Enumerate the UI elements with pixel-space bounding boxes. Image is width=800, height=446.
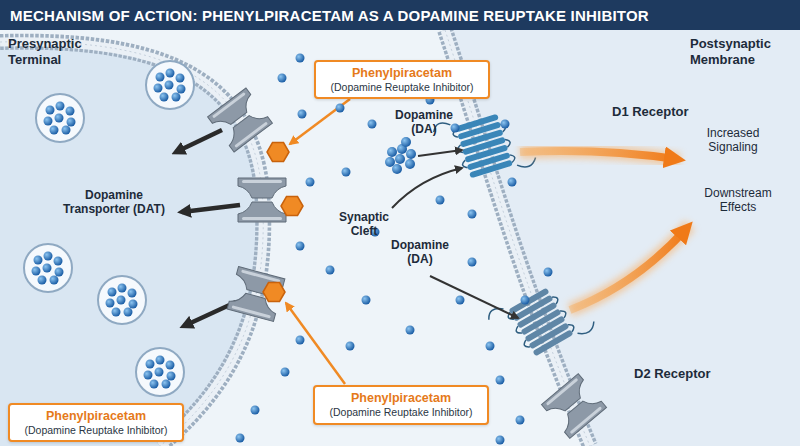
drug-class: (Dopamine Reuptake Inhibitor): [25, 424, 168, 437]
reuptake-arrow: [176, 130, 222, 152]
dopamine-molecules-part: [298, 110, 307, 119]
dopamine-cluster-part: [392, 164, 402, 174]
dopamine-molecules-part: [368, 120, 377, 129]
dopamine-molecules-part: [521, 296, 530, 305]
synaptic-vesicle: [146, 61, 194, 109]
dopamine-molecules-part: [486, 342, 495, 351]
flow-arrow: [418, 150, 462, 156]
dopamine-molecules: [236, 54, 553, 445]
dopamine-transporter: [238, 178, 286, 222]
dopamine-transporter: [227, 267, 285, 322]
drug-name: Phenylpiracetam: [352, 66, 452, 81]
dopamine-transporter: [208, 88, 273, 152]
postsynaptic-cell: [445, 30, 800, 446]
leader-arrow: [290, 99, 350, 144]
d2-receptor: [486, 269, 597, 372]
transporter-symbol: [208, 88, 273, 152]
dopamine-molecules-part: [406, 326, 415, 335]
dopamine-molecules-part: [496, 376, 505, 385]
dopamine-cluster-part: [405, 159, 415, 169]
receptor-label: D2 Receptor: [634, 366, 744, 382]
region-label: Synaptic Cleft: [326, 210, 402, 239]
dopamine-molecules-part: [436, 196, 445, 205]
dopamine-molecules-part: [336, 104, 345, 113]
drug-class: (Dopamine Reuptake Inhibitor): [330, 406, 473, 419]
dopamine-molecules-part: [516, 416, 525, 425]
synaptic-vesicle: [36, 94, 84, 142]
region-label: Postsynaptic Membrane: [690, 36, 798, 67]
signal-glow: [570, 225, 690, 310]
drug-molecule: [263, 283, 285, 302]
dopamine-molecules-part: [251, 406, 260, 415]
drug-name: Phenylpiracetam: [351, 391, 451, 406]
synaptic-vesicle: [24, 244, 72, 292]
dopamine-molecules-part: [501, 120, 510, 129]
dopamine-molecules-part: [496, 436, 505, 445]
title-bar: [0, 0, 800, 30]
drug-molecule: [281, 197, 303, 216]
presynaptic-terminal: [0, 42, 263, 446]
signal-arrow: [520, 151, 676, 159]
dopamine-molecules-part: [468, 258, 477, 267]
dopamine-molecules-part: [278, 74, 287, 83]
dopamine-molecules-part: [342, 168, 351, 177]
reuptake-arrow: [182, 205, 240, 212]
presynaptic-membrane-part: [0, 42, 263, 446]
drug-molecule: [267, 143, 289, 162]
transporter-symbol: [238, 178, 286, 222]
callout-box: Phenylpiracetam(Dopamine Reuptake Inhibi…: [8, 403, 184, 442]
dopamine-molecules-part: [236, 434, 245, 443]
dopamine-molecules-part: [508, 178, 517, 187]
dopamine-molecules-part: [326, 266, 335, 275]
dopamine-molecules-part: [362, 296, 371, 305]
dopamine-molecules-part: [296, 54, 305, 63]
dopamine-molecules-part: [346, 342, 355, 351]
drug-name: Phenylpiracetam: [46, 409, 146, 424]
callout-box: Phenylpiracetam(Dopamine Reuptake Inhibi…: [313, 385, 489, 425]
presynaptic-membrane: [0, 42, 263, 446]
presynaptic-membrane-part: [0, 42, 263, 446]
signal-glow: [520, 151, 680, 160]
synaptic-vesicle: [136, 348, 184, 396]
synaptic-vesicle: [98, 276, 146, 324]
dopamine-cluster-part: [401, 137, 411, 147]
dopamine-cluster-part: [387, 147, 397, 157]
dopamine-cluster: [385, 137, 416, 174]
dopamine-molecules-part: [281, 368, 290, 377]
diagram-title: MECHANISM OF ACTION: PHENYLPIRACETAM AS …: [10, 7, 795, 24]
signal-arrow: [570, 229, 686, 310]
receptor-label: D1 Receptor: [612, 104, 722, 120]
dopamine-molecules-part: [544, 268, 553, 277]
effect-label: Increased Signaling: [688, 126, 778, 155]
dopamine-cluster-part: [395, 154, 405, 164]
receptor-symbol: [486, 269, 597, 372]
flow-arrow: [430, 276, 518, 318]
dopamine-cluster-part: [406, 149, 416, 159]
region-label: Presynaptic Terminal: [8, 36, 108, 67]
flow-arrow: [392, 168, 462, 208]
dopamine-molecules-part: [306, 178, 315, 187]
leader-arrow: [286, 303, 345, 384]
dopamine-molecules-part: [296, 242, 305, 251]
transporter-symbol: [227, 267, 285, 322]
callout-box: Phenylpiracetam(Dopamine Reuptake Inhibi…: [314, 60, 490, 99]
molecule-label: Dopamine (DA): [384, 238, 456, 267]
dopamine-molecules-part: [451, 124, 460, 133]
structure-label: Dopamine Transporter (DAT): [58, 188, 170, 217]
effect-label: Downstream Effects: [688, 186, 788, 215]
protein-symbol: [541, 374, 606, 439]
membrane-protein: [541, 374, 606, 439]
dopamine-molecules-part: [296, 336, 305, 345]
dopamine-molecules-part: [468, 210, 477, 219]
molecule-label: Dopamine (DA): [388, 108, 460, 137]
drug-class: (Dopamine Reuptake Inhibitor): [331, 81, 474, 94]
dopamine-molecules-part: [456, 296, 465, 305]
presynaptic-membrane-part: [0, 42, 263, 446]
